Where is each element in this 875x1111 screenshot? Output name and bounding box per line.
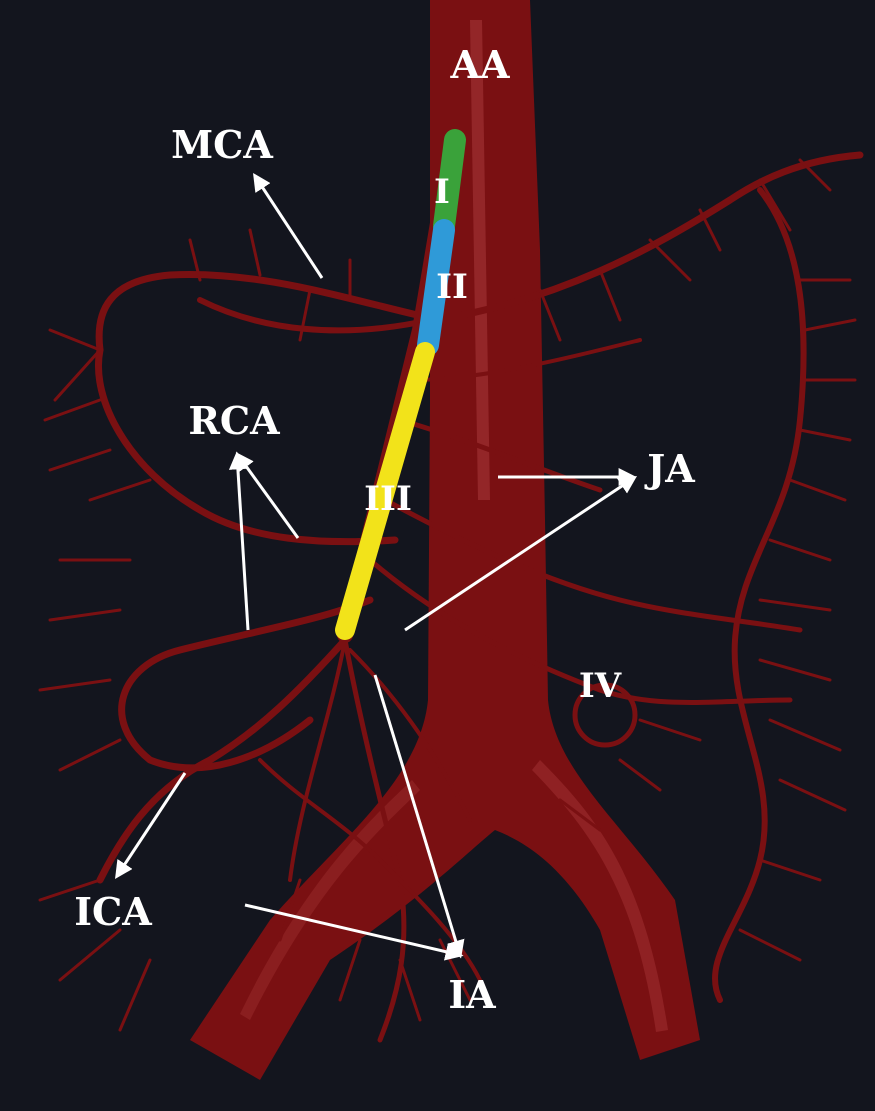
ileal-branch-3 bbox=[348, 648, 472, 822]
label-segment-i: I bbox=[434, 172, 450, 212]
iliac-highlight-left bbox=[240, 780, 420, 1020]
arrows bbox=[115, 172, 637, 961]
label-aa: AA bbox=[450, 42, 510, 87]
rca-loop bbox=[95, 346, 399, 546]
sma-segments bbox=[335, 129, 466, 640]
iliac-highlight-right bbox=[532, 760, 668, 1032]
left-colic-descending bbox=[712, 187, 807, 1003]
jejunal-branch-2 bbox=[382, 497, 803, 633]
right-colic-twigs bbox=[38, 328, 152, 1032]
arrow-ia-b bbox=[244, 903, 464, 961]
label-mca: MCA bbox=[171, 122, 273, 167]
arrow-rca-b bbox=[228, 451, 250, 631]
label-segment-ii: II bbox=[436, 267, 468, 307]
label-rca: RCA bbox=[188, 398, 280, 443]
iv-anastomosis-ring bbox=[572, 682, 638, 748]
rca-lower bbox=[118, 596, 374, 772]
arrow-ica bbox=[115, 772, 187, 880]
ileal-branch-2 bbox=[288, 638, 347, 882]
segment-i bbox=[433, 129, 466, 237]
label-ica: ICA bbox=[74, 889, 152, 934]
label-ja: JA bbox=[644, 446, 695, 491]
arrow-rca-a bbox=[235, 452, 300, 539]
labels: AA MCA RCA JA ICA IA I II III IV bbox=[74, 42, 695, 1017]
label-segment-iii: III bbox=[364, 479, 412, 519]
segment-ii bbox=[417, 219, 455, 356]
jejunal-branch-4 bbox=[408, 338, 642, 382]
arrow-ia-a bbox=[373, 674, 465, 959]
arrow-mca bbox=[253, 172, 324, 279]
ileal-branch-1 bbox=[342, 637, 407, 1043]
lower-twigs bbox=[278, 718, 702, 1022]
jejunal-branch-1 bbox=[397, 417, 603, 493]
label-segment-iv: IV bbox=[579, 666, 622, 706]
label-ia: IA bbox=[448, 972, 496, 1017]
arrow-ja-b bbox=[404, 476, 637, 632]
aorta-highlight bbox=[470, 20, 490, 500]
mca-arcade bbox=[95, 270, 434, 354]
upper-twigs bbox=[188, 158, 832, 342]
left-colic-twigs bbox=[738, 278, 857, 962]
ica-branch bbox=[96, 636, 349, 884]
segment-iii bbox=[335, 342, 435, 640]
